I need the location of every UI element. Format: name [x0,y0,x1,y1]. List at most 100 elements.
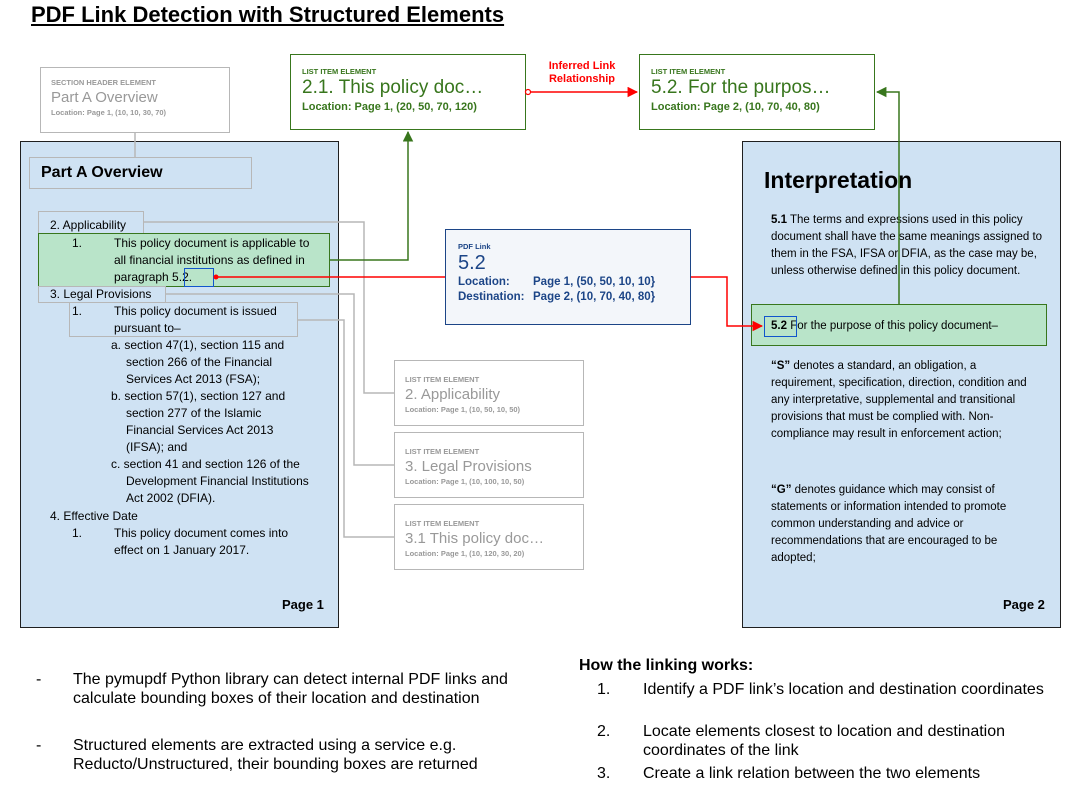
list-item-31-tag: LIST ITEM ELEMENT [405,519,480,528]
page1-sub-c-3: Act 2002 (DFIA). [126,491,216,505]
page1-item-21-line2: all financial institutions as defined in [114,253,305,267]
pdf-link-destination-value: Page 2, (10, 70, 40, 80} [533,291,656,303]
list-item-21-box: LIST ITEM ELEMENT 2.1. This policy doc… … [290,54,526,130]
page2-s-text: denotes a standard, an obligation, a req… [771,360,1027,440]
list-item-21-text: 2.1. This policy doc… [302,77,484,98]
bullet-marker-2: - [36,737,42,754]
list-item-legal-tag: LIST ITEM ELEMENT [405,447,480,456]
item-31-outline [69,302,298,337]
page1-eff-line2: effect on 1 January 2017. [114,543,250,557]
page1-link-box[interactable] [184,268,214,287]
connector-item-21 [330,130,414,261]
how-step-3-text: Create a link relation between the two e… [643,765,981,782]
page1-header: Part A Overview [41,164,163,181]
list-item-31-text: 3.1 This policy doc… [405,530,544,547]
pdf-link-destination-label: Destination: [458,291,525,303]
page2-para-s: “S” denotes a standard, an obligation, a… [771,358,1043,443]
list-item-21-tag: LIST ITEM ELEMENT [302,67,377,76]
pdf-link-location-value: Page 1, (50, 50, 10, 10} [533,276,656,288]
list-item-52-text: 5.2. For the purpos… [651,77,831,98]
diagram-title: PDF Link Detection with Structured Eleme… [31,2,505,27]
page1-sub-a-2: section 266 of the Financial [126,355,273,369]
connector-item-52 [875,86,900,304]
list-item-applicability-tag: LIST ITEM ELEMENT [405,375,480,384]
section-header-element-tag: SECTION HEADER ELEMENT [51,78,157,87]
inferred-link-label: Inferred Link Relationship [532,60,632,86]
how-step-2-text: Locate elements closest to location and … [643,723,1006,759]
page1-sub-b-3: Financial Services Act 2013 [126,423,274,437]
page1-sub-b-2: section 277 of the Islamic [126,406,262,420]
page2-para-52: 5.2 For the purpose of this policy docum… [771,318,1051,335]
section-header-element-text: Part A Overview [51,89,158,106]
list-item-21-location: Location: Page 1, (20, 50, 70, 120) [302,101,477,113]
bullet-2: Structured elements are extracted using … [73,737,478,773]
page2-label: Page 2 [1003,597,1045,612]
page2-para-g: “G” denotes guidance which may consist o… [771,482,1043,567]
section-header-element-box: SECTION HEADER ELEMENT Part A Overview L… [40,67,230,133]
page2-g-text: denotes guidance which may consist of st… [771,484,1007,564]
list-item-31-box: LIST ITEM ELEMENT 3.1 This policy doc… L… [394,504,584,570]
list-item-52-location: Location: Page 2, (10, 70, 40, 80) [651,101,820,113]
how-step-1-num: 1. [597,681,611,698]
page1-legal-line2: pursuant to– [114,321,181,335]
bullet-1: The pymupdf Python library can detect in… [73,671,508,707]
pdf-link-location-label: Location: [458,276,510,288]
page1-sub-b-1: b. section 57(1), section 127 and [111,389,286,403]
connector-item-31 [298,319,394,538]
page2-para-52-num: 5.2 [771,320,787,332]
page1-item-21-num: 1. [72,236,83,250]
page1-item-21-line3-pre: paragraph 5. [114,270,183,284]
list-item-applicability-text: 2. Applicability [405,386,501,403]
list-item-applicability-box: LIST ITEM ELEMENT 2. Applicability Locat… [394,360,584,426]
page1-legal-num: 1. [72,304,83,318]
page1-sub-b-4: (IFSA); and [126,440,188,454]
page2-s-term: “S” [771,360,791,372]
page1-header-outline [29,157,252,189]
page1-eff-line1: This policy document comes into [114,526,289,540]
pdf-link-text: 5.2 [458,252,486,274]
inferred-link-origin [524,88,532,96]
list-item-legal-box: LIST ITEM ELEMENT 3. Legal Provisions Lo… [394,432,584,498]
how-title: How the linking works: [579,657,754,674]
pdf-link-box: PDF Link 5.2 Location: Page 1, (50, 50, 1… [445,229,691,325]
how-step-2-num: 2. [597,723,611,740]
page2-para-51-num: 5.1 [771,214,787,226]
page1-link-text[interactable]: 2. [182,270,193,284]
list-item-31-location: Location: Page 1, (10, 120, 30, 20) [405,549,525,558]
page1-sub-c-2: Development Financial Institutions [126,474,309,488]
section-header-element-location: Location: Page 1, (10, 10, 30, 70) [51,108,167,117]
list-item-52-box: LIST ITEM ELEMENT 5.2. For the purpos… L… [639,54,875,130]
page1-sub-a-1: a. section 47(1), section 115 and [111,338,285,352]
connector-legal [166,293,394,466]
page1-legal: 3. Legal Provisions [50,287,152,301]
page1-item-21-line3: paragraph 5.2. [114,269,192,286]
page2-para-51-text: The terms and expressions used in this p… [771,214,1043,277]
how-step-1-text: Identify a PDF link’s location and desti… [643,681,1044,698]
page1-eff-num: 1. [72,526,83,540]
page1-sub-a-3: Services Act 2013 (FSA); [126,372,261,386]
page1-applicability: 2. Applicability [50,218,127,232]
page1-effective: 4. Effective Date [50,509,138,523]
page1-legal-line1: This policy document is issued [114,304,277,318]
connector-pdf-destination [691,276,764,332]
list-item-52-tag: LIST ITEM ELEMENT [651,67,726,76]
pdf-link-origin [213,274,219,280]
page2-header: Interpretation [764,167,913,193]
page2-para-52-text: For the purpose of this policy document– [787,320,998,332]
page2-item-52-highlight [751,304,1047,346]
page1-sub-c-1: c. section 41 and section 126 of the [111,457,300,471]
page2-g-term: “G” [771,484,792,496]
inferred-link-line2: Relationship [548,73,615,85]
connector-applicability [144,221,394,394]
list-item-legal-text: 3. Legal Provisions [405,458,532,475]
list-item-applicability-location: Location: Page 1, (10, 50, 10, 50) [405,405,521,414]
how-step-3-num: 3. [597,765,611,782]
page2-panel [742,141,1061,628]
page1-item-21-line1: This policy document is applicable to [114,236,310,250]
page1-label: Page 1 [282,597,324,612]
bullet-marker-1: - [36,671,42,688]
list-item-legal-location: Location: Page 1, (10, 100, 10, 50) [405,477,525,486]
page2-destination-box [764,316,797,337]
pdf-link-tag: PDF Link [458,242,491,251]
